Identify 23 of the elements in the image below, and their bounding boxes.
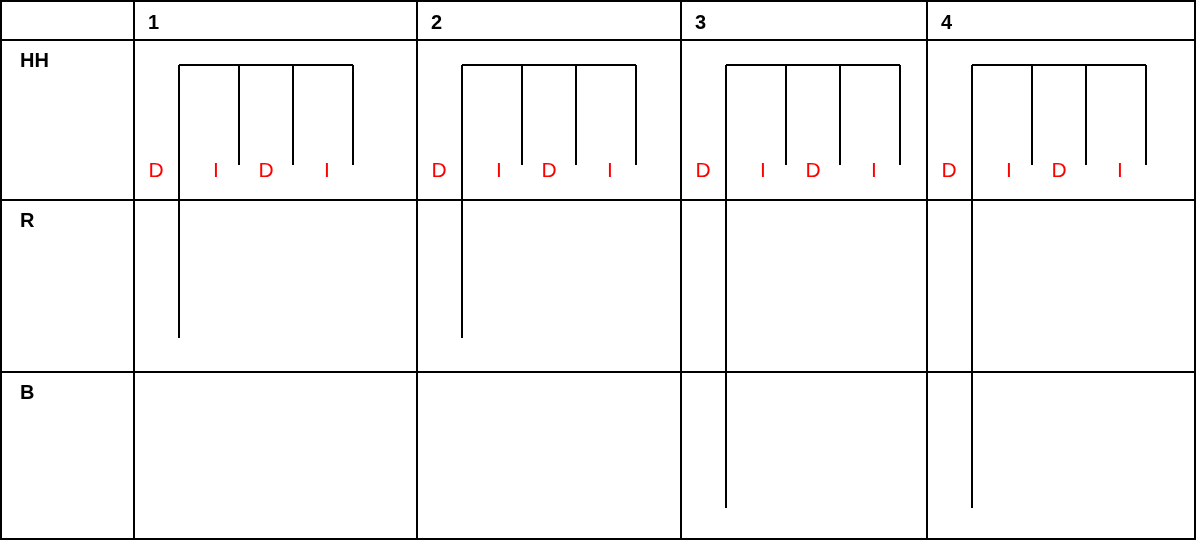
letter-label: D bbox=[695, 158, 711, 182]
letter-label: I bbox=[1006, 158, 1012, 182]
letter-label: D bbox=[941, 158, 957, 182]
letter-label: I bbox=[607, 158, 613, 182]
column-header: 2 bbox=[431, 10, 443, 34]
row-header: B bbox=[20, 380, 35, 404]
letter-label: D bbox=[1051, 158, 1067, 182]
letter-label: I bbox=[760, 158, 766, 182]
letter-label: I bbox=[213, 158, 219, 182]
column-header: 1 bbox=[148, 10, 160, 34]
letter-label: I bbox=[1117, 158, 1123, 182]
column-header: 3 bbox=[695, 10, 707, 34]
row-header: R bbox=[20, 208, 35, 232]
letter-label: I bbox=[871, 158, 877, 182]
letter-label: I bbox=[324, 158, 330, 182]
column-header: 4 bbox=[941, 10, 953, 34]
letter-label: D bbox=[148, 158, 164, 182]
letter-label: D bbox=[541, 158, 557, 182]
letter-label: D bbox=[431, 158, 447, 182]
letter-label: I bbox=[496, 158, 502, 182]
letter-label: D bbox=[258, 158, 274, 182]
row-header: HH bbox=[20, 48, 49, 72]
letter-label: D bbox=[805, 158, 821, 182]
